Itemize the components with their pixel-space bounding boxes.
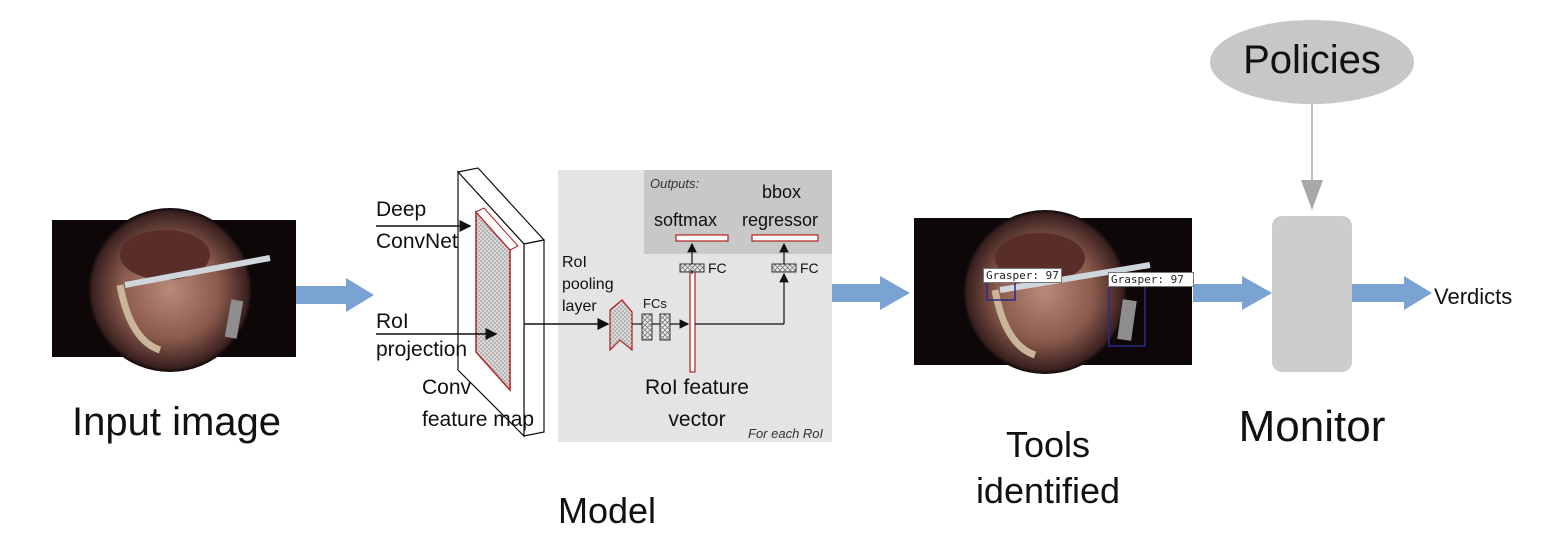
roi-feature-vector-bar [689,269,696,373]
feature-map-label: feature map [422,408,535,431]
outputs-label: Outputs: [650,176,700,191]
policies-arrowhead [1301,180,1323,210]
bbox-fc-label: FC [800,260,819,276]
fc-block-1 [641,313,653,341]
bbox-label: bbox [762,182,802,202]
roi-pooling-label-2: pooling [562,276,614,293]
conv-feature-map [456,167,546,438]
roi-feature-label: RoI feature [645,376,749,399]
tools-label-2: identified [975,470,1121,511]
conv-label: Conv [422,376,472,399]
input-image-label: Input image [72,400,282,444]
regressor-label: regressor [742,210,819,230]
softmax-label: softmax [654,210,718,230]
bbox-fc-block [771,263,797,273]
fcs-label: FCs [643,296,667,311]
policies-label: Policies [1243,38,1381,82]
monitor-box [1272,216,1352,372]
softmax-output [675,234,729,242]
deep-label: Deep [376,198,427,221]
arrow-input-model [296,278,374,312]
arrow-monitor-verdicts [1352,276,1432,310]
for-each-roi-label: For each RoI [748,426,824,441]
detection-tag-1: Grasper: 97 [983,268,1062,283]
roi-pooled-feature [609,299,633,352]
monitor-label: Monitor [1238,402,1386,451]
detection-tag-2: Grasper: 97 [1108,272,1194,287]
input-image [52,208,296,372]
vector-label: vector [668,408,726,431]
roi-label: RoI [376,310,409,333]
verdicts-label: Verdicts [1434,284,1513,309]
roi-pooling-label-3: layer [562,298,597,315]
policies-ellipse [1210,20,1414,104]
arrow-tools-monitor [1193,276,1272,310]
model-label: Model [558,490,657,531]
roi-pooling-label-1: RoI [562,254,587,271]
tools-identified-image [914,210,1192,374]
tools-label-1: Tools [1005,424,1091,465]
fc-block-2 [659,313,671,341]
projection-label: projection [376,338,468,361]
softmax-fc-label: FC [708,260,727,276]
arrow-model-tools [832,276,910,310]
convnet-label: ConvNet [376,230,458,253]
pipeline-arrows [296,276,1432,312]
bbox-output [751,234,819,242]
